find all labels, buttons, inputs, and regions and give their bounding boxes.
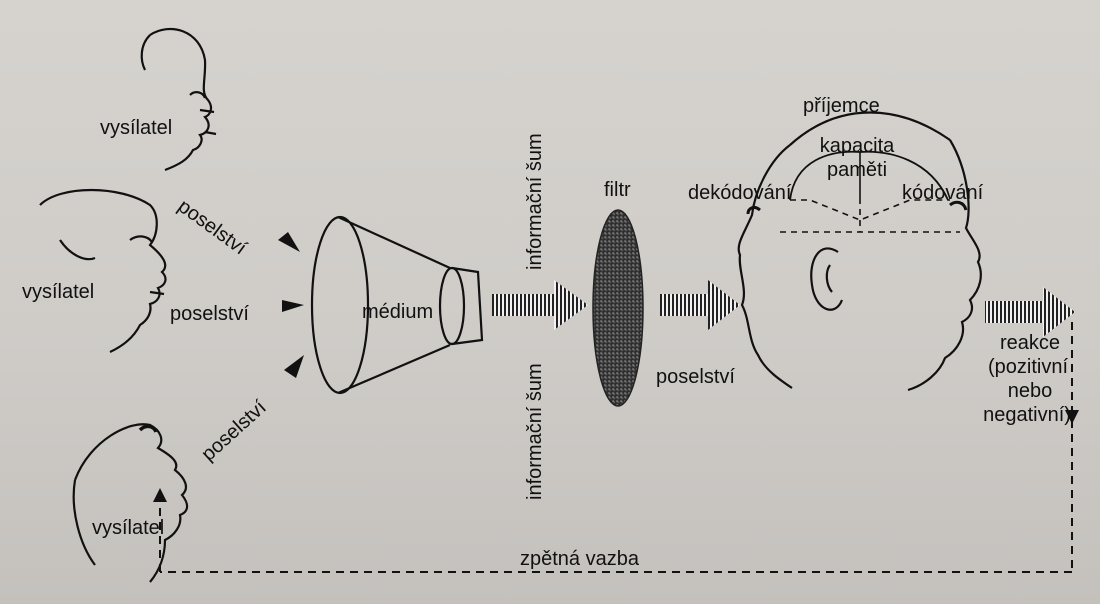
memory-capacity-line1: kapacita <box>819 135 895 157</box>
sender-middle-label: vysílatel <box>22 281 95 303</box>
decoding-label: dekódování <box>688 182 792 204</box>
feedback-arrowhead-up <box>153 488 167 502</box>
feedback-loop <box>159 322 1073 573</box>
medium-cone <box>310 215 484 395</box>
feedback-label: zpětná vazba <box>520 548 639 570</box>
reaction-line2: (pozitivní <box>987 356 1069 378</box>
reaction-line1: reakce <box>999 332 1061 354</box>
filter-label: filtr <box>604 179 631 201</box>
reaction-line3: nebo <box>1007 380 1053 402</box>
noise-upper-label: informační šum <box>524 133 546 270</box>
reaction-arrow <box>985 287 1075 337</box>
receiver-label: příjemce <box>803 95 880 117</box>
medium-label: médium <box>362 301 434 323</box>
hatched-arrow-to-filter <box>492 280 588 330</box>
receiver-head <box>737 111 982 392</box>
reaction-line4: negativní) <box>983 404 1071 426</box>
filter-ellipse <box>592 209 644 407</box>
sender-middle-head <box>39 188 167 353</box>
sender-bottom-label: vysílatel <box>92 517 165 539</box>
message-arrows <box>278 232 304 378</box>
encoding-label: kódování <box>902 182 984 204</box>
memory-capacity-line2: paměti <box>826 159 888 181</box>
noise-lower-label: informační šum <box>524 363 546 500</box>
hatched-arrow-to-receiver <box>660 280 740 330</box>
sender-top-label: vysílatel <box>100 117 173 139</box>
message-middle-label: poselství <box>170 303 249 325</box>
sender-bottom-head <box>72 423 189 583</box>
message-right-label: poselství <box>656 366 735 388</box>
sender-top-head <box>140 27 217 172</box>
feedback-arrowhead-down <box>1065 410 1079 424</box>
